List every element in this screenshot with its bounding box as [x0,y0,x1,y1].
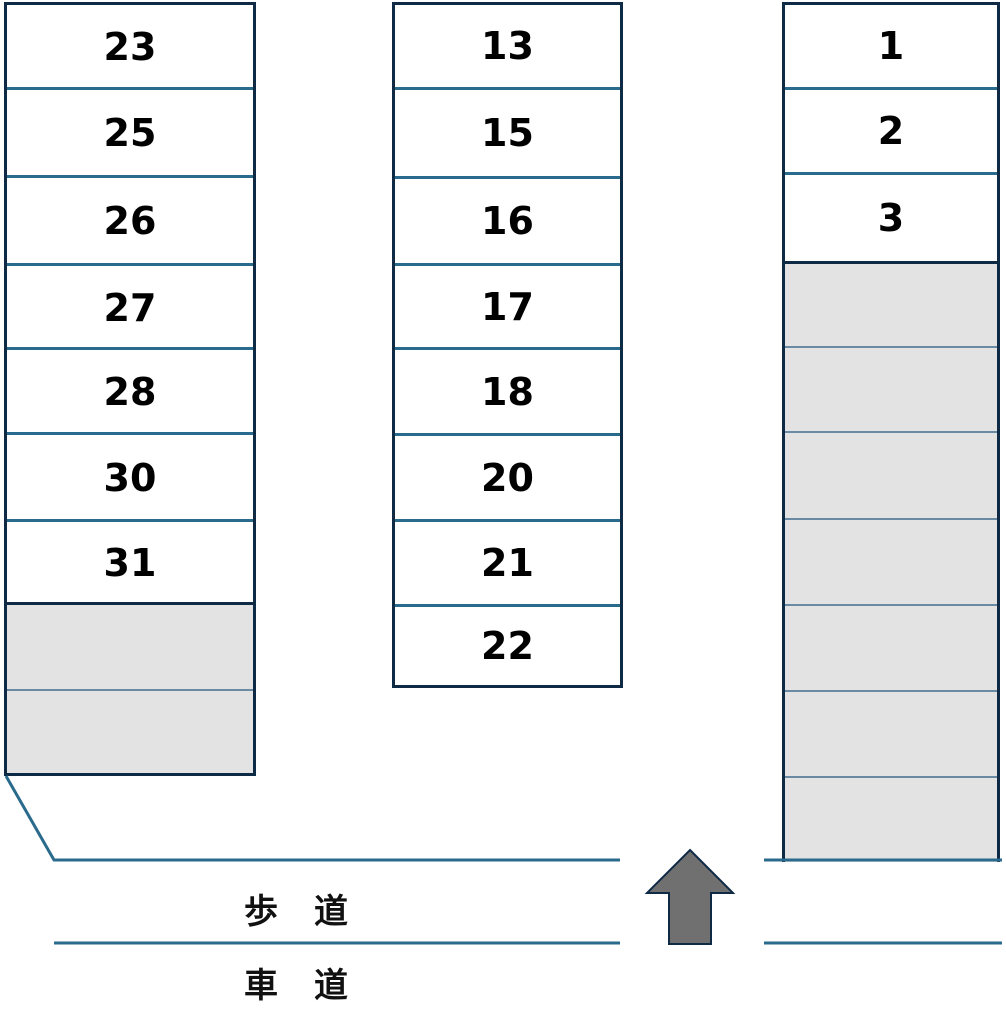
right-parking-column: 1 2 3 [782,2,1000,862]
parking-space: 21 [481,541,534,585]
sidewalk-edge-line [4,775,620,862]
up-arrow-icon [644,848,736,945]
parking-space: 3 [877,196,905,240]
parking-space: 13 [481,24,534,68]
sidewalk-label: 歩道 [244,892,384,932]
unavailable-area [785,264,997,862]
parking-space: 30 [103,456,157,500]
roadway-label: 車道 [244,966,384,1006]
parking-space: 20 [481,456,534,500]
parking-space: 18 [481,370,534,414]
unavailable-divider [785,776,997,778]
unavailable-divider [785,690,997,692]
unavailable-divider [7,689,253,691]
middle-parking-column: 13 15 16 17 18 20 21 22 [392,2,623,688]
unavailable-divider [785,346,997,348]
unavailable-divider [785,431,997,433]
parking-space: 31 [103,540,157,585]
parking-space: 28 [103,370,157,414]
parking-space: 17 [481,285,534,329]
parking-space: 2 [877,109,905,153]
parking-space: 23 [103,24,157,69]
unavailable-divider [785,604,997,606]
parking-space: 27 [103,286,157,330]
left-parking-column: 23 25 26 27 28 30 31 [4,2,256,776]
parking-space: 26 [103,199,157,243]
parking-space: 15 [481,111,534,155]
parking-space: 1 [877,24,905,68]
parking-space: 16 [481,199,534,243]
parking-space: 22 [481,624,534,668]
parking-space: 25 [103,111,157,155]
unavailable-divider [785,518,997,520]
